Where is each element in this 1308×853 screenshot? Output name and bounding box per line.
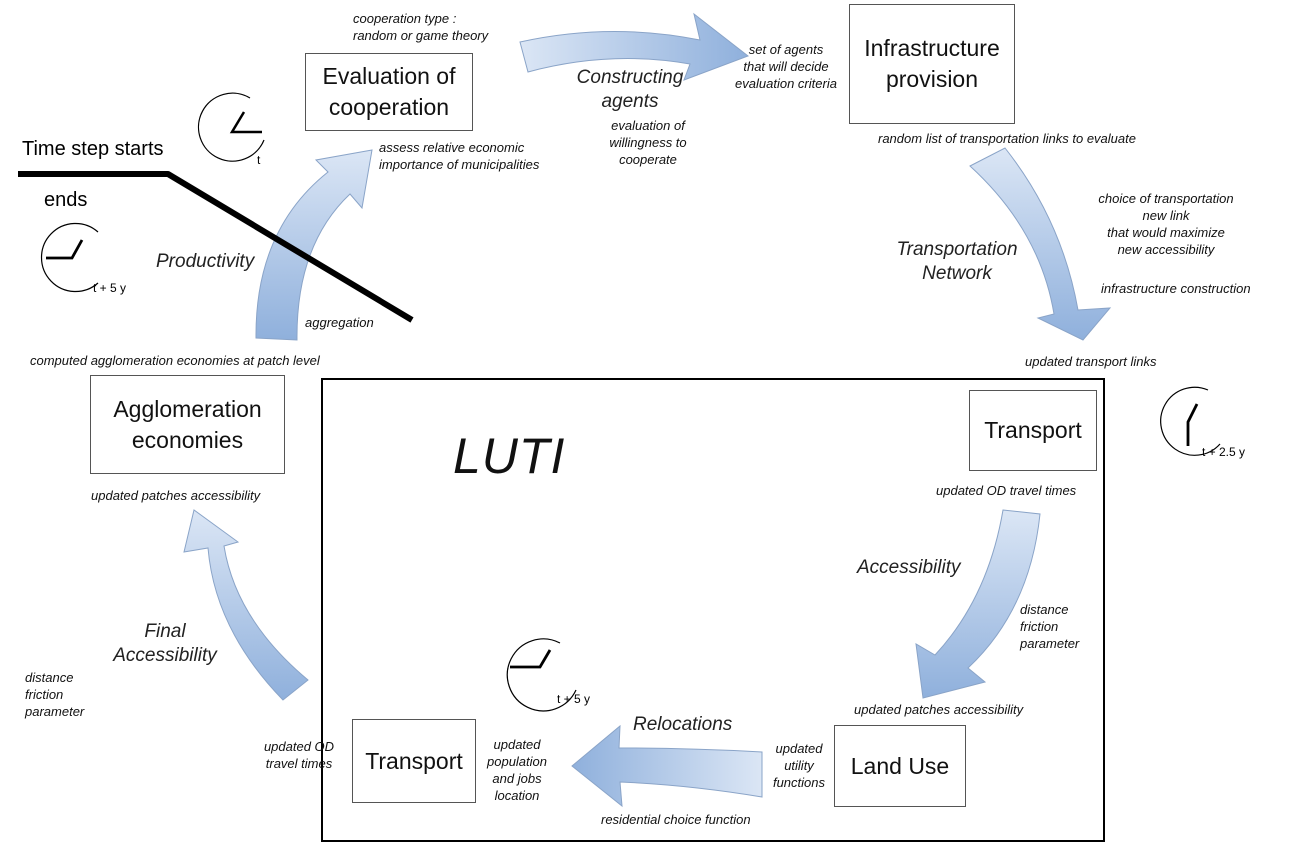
note-infrastructure-construction: infrastructure construction (1101, 281, 1251, 296)
arrow-productivity (255, 149, 373, 341)
box-land-use: Land Use (834, 725, 966, 807)
clock-t5-left-label: t + 5 y (93, 281, 127, 295)
note-choice-of-transportation: choice of transportation new link that w… (1098, 191, 1234, 257)
luti-frame (321, 378, 1105, 842)
note-updated-transport-links: updated transport links (1025, 354, 1157, 369)
time-step-line (18, 171, 414, 323)
note-distance-friction-left: distance friction parameter (25, 670, 85, 719)
note-updated-population: updated population and jobs location (487, 737, 547, 803)
flow-relocations: Relocations (633, 714, 733, 735)
note-assess-relative: assess relative economic importance of m… (379, 140, 540, 172)
note-updated-od-top: updated OD travel times (936, 483, 1077, 498)
note-updated-utility: updated utility functions (772, 741, 826, 790)
note-distance-friction-right: distance friction parameter (1020, 602, 1080, 651)
flow-constructing-agents: Constructing agents (576, 67, 684, 112)
note-set-of-agents: set of agents that will decide evaluatio… (735, 42, 837, 91)
flow-accessibility: Accessibility (857, 557, 961, 578)
box-agglomeration-economies: Agglomeration economies (90, 375, 285, 474)
note-residential-choice: residential choice function (601, 812, 751, 827)
luti-label: LUTI (453, 428, 566, 484)
note-aggregation: aggregation (305, 315, 374, 330)
note-evaluation-willingness: evaluation of willingness to cooperate (609, 118, 687, 167)
arrow-constructing-agents (519, 12, 750, 81)
clock-t-label: t (257, 153, 261, 167)
arrow-relocations (571, 724, 763, 808)
flow-productivity: Productivity (156, 251, 255, 272)
time-step-ends-label: ends (44, 189, 88, 211)
flow-final-accessibility: Final Accessibility (113, 621, 217, 666)
note-computed-agglomeration: computed agglomeration economies at patc… (30, 353, 320, 368)
clock-t-plus-5-bottom (506, 638, 577, 712)
note-updated-patches-right: updated patches accessibility (854, 702, 1024, 717)
box-infrastructure-provision: Infrastructure provision (849, 4, 1015, 124)
flow-transportation-network: Transportation Network (896, 239, 1018, 284)
note-cooperation-type: cooperation type : random or game theory (353, 11, 489, 43)
clock-t5-bottom-label: t + 5 y (557, 692, 591, 706)
box-evaluation-of-cooperation: Evaluation of cooperation (305, 53, 473, 131)
arrow-transportation-network (969, 147, 1112, 341)
time-step-starts-label: Time step starts (22, 138, 164, 160)
clock-t25-label: t + 2.5 y (1202, 445, 1246, 459)
arrow-accessibility (915, 509, 1041, 699)
clock-t (197, 92, 265, 162)
box-transport-top: Transport (969, 390, 1097, 471)
arrow-final-accessibility (183, 509, 309, 701)
note-random-list: random list of transportation links to e… (878, 131, 1136, 146)
note-updated-patches-left: updated patches accessibility (91, 488, 261, 503)
box-transport-bottom: Transport (352, 719, 476, 803)
clock-t-plus-2-5 (1160, 386, 1221, 456)
clock-t-plus-5-left (40, 222, 99, 293)
note-updated-od-bottom: updated OD travel times (263, 739, 335, 771)
